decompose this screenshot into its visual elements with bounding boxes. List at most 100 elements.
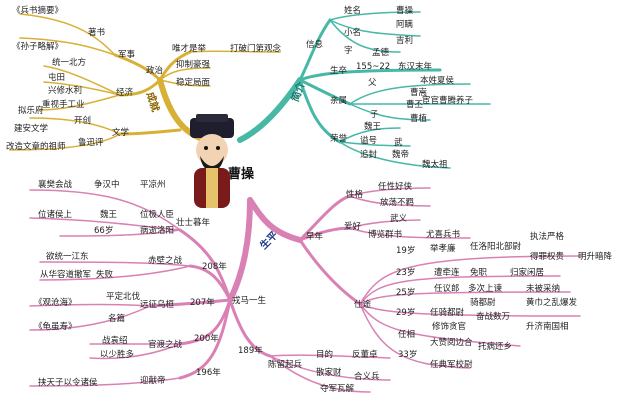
node-label: 迎献帝 xyxy=(140,376,166,386)
node-label: 208年 xyxy=(202,262,227,272)
node-label: 改造文章的祖师 xyxy=(6,142,66,152)
node-label: 魏王 xyxy=(364,122,382,132)
node-label: 开创 xyxy=(74,116,92,126)
node-label: 任骑都尉 xyxy=(430,308,465,318)
node-label: 失败 xyxy=(96,270,114,280)
node-label: 23岁 xyxy=(396,268,416,278)
node-label: 戎马一生 xyxy=(232,296,267,306)
node-label: 追封 xyxy=(360,150,378,160)
node-label: 平凉州 xyxy=(140,180,166,190)
node-label: 唯才是举 xyxy=(172,44,207,54)
node-label: 以少胜多 xyxy=(100,350,135,360)
node-label: 大赞阅边合 xyxy=(430,338,473,348)
node-label: 207年 xyxy=(190,298,215,308)
node-label: 性格 xyxy=(346,190,364,200)
node-label: 夺军瓦解 xyxy=(320,384,355,394)
node-label: 任洛阳北部尉 xyxy=(470,242,522,252)
node-label: 执法严格 xyxy=(530,232,565,242)
node-label: 曹嵩 xyxy=(410,88,428,98)
node-label: 19岁 xyxy=(396,246,416,256)
center-title: 曹操 xyxy=(228,167,255,182)
node-label: 曹丕 xyxy=(406,100,424,110)
node-label: 33岁 xyxy=(398,350,418,360)
node-label: 博览群书 xyxy=(368,230,403,240)
node-label: 明升暗降 xyxy=(578,252,613,262)
node-label: 归家闲居 xyxy=(510,268,545,278)
node-label: 打破门第观念 xyxy=(230,44,282,54)
node-label: 196年 xyxy=(196,368,221,378)
node-label: 托病还乡 xyxy=(478,342,513,352)
node-label: 小名 xyxy=(344,28,362,38)
node-label: 襄樊会战 xyxy=(38,180,73,190)
node-label: 本姓夏侯 xyxy=(420,76,455,86)
node-label: 子 xyxy=(370,110,379,120)
node-label: 任性好侠 xyxy=(378,182,413,192)
node-label: 争汉中 xyxy=(94,180,120,190)
node-label: 《龟虽寿》 xyxy=(34,322,77,332)
node-label: 武义 xyxy=(390,214,408,224)
node-label: 免职 xyxy=(470,268,488,278)
node-label: 仕途 xyxy=(354,300,372,310)
node-label: 官渡之战 xyxy=(148,340,183,350)
node-label: 修饰贪官 xyxy=(432,322,467,332)
node-label: 位诸侯上 xyxy=(38,210,73,220)
node-label: 散家财 xyxy=(316,368,342,378)
node-label: 25岁 xyxy=(396,288,416,298)
node-label: 姓名 xyxy=(344,6,362,16)
node-label: 黄巾之乱爆发 xyxy=(526,298,578,308)
node-label: 文学 xyxy=(112,128,130,138)
node-label: 稳定局面 xyxy=(176,78,211,88)
node-label: 孟德 xyxy=(372,48,390,58)
node-label: 魏太祖 xyxy=(422,160,448,170)
node-label: 挟天子以令诸侯 xyxy=(38,378,98,388)
node-label: 举孝廉 xyxy=(430,244,456,254)
node-label: 抑制豪强 xyxy=(176,60,211,70)
node-label: 建安文学 xyxy=(14,124,49,134)
node-label: 父 xyxy=(368,78,377,88)
node-label: 魏王 xyxy=(100,210,118,220)
node-label: 荣誉 xyxy=(330,134,348,144)
node-label: 鲁迅评 xyxy=(78,138,104,148)
node-label: 兴修水利 xyxy=(48,86,83,96)
node-label: 遭牵连 xyxy=(434,268,460,278)
node-label: 任相 xyxy=(398,330,416,340)
node-label: 武 xyxy=(394,138,403,148)
node-label: 谥号 xyxy=(360,136,378,146)
node-label: 吉利 xyxy=(396,36,414,46)
node-label: 赤壁之战 xyxy=(148,256,183,266)
node-label: 经济 xyxy=(116,88,134,98)
node-label: 政治 xyxy=(146,66,164,76)
jianjie-branch-lines xyxy=(237,11,491,169)
node-label: 155~22 xyxy=(356,62,391,72)
node-label: 189年 xyxy=(238,346,263,356)
node-label: 得罪权贵 xyxy=(530,252,565,262)
node-label: 壮士暮年 xyxy=(176,218,211,228)
node-label: 拟乐府 xyxy=(18,106,44,116)
node-label: 曹操 xyxy=(396,6,414,16)
node-label: 《观沧海》 xyxy=(34,298,77,308)
node-label: 尤喜兵书 xyxy=(426,230,461,240)
caocao-figure-image xyxy=(190,114,234,208)
node-label: 早年 xyxy=(306,232,324,242)
node-label: 宦官曹腾养子 xyxy=(422,96,474,106)
node-label: 放荡不羁 xyxy=(380,198,415,208)
node-label: 《兵书摘要》 xyxy=(12,6,64,16)
node-label: 信息 xyxy=(306,40,324,50)
node-label: 欲统一江东 xyxy=(46,252,89,262)
node-label: 亲属 xyxy=(330,96,348,106)
node-label: 《孙子略解》 xyxy=(12,42,64,52)
node-label: 统一北方 xyxy=(52,58,87,68)
node-label: 病逝洛阳 xyxy=(140,226,175,236)
node-label: 远征乌桓 xyxy=(140,300,175,310)
node-label: 平定北伐 xyxy=(106,292,141,302)
node-label: 从华容道撤军 xyxy=(40,270,92,280)
node-label: 东汉末年 xyxy=(398,62,433,72)
node-label: 陈留起兵 xyxy=(268,360,303,370)
node-label: 骑都尉 xyxy=(470,298,496,308)
node-label: 反董卓 xyxy=(352,350,378,360)
node-label: 字 xyxy=(344,46,353,56)
node-label: 战袁绍 xyxy=(102,336,128,346)
node-label: 66岁 xyxy=(94,226,114,236)
node-label: 阿瞒 xyxy=(396,20,414,30)
